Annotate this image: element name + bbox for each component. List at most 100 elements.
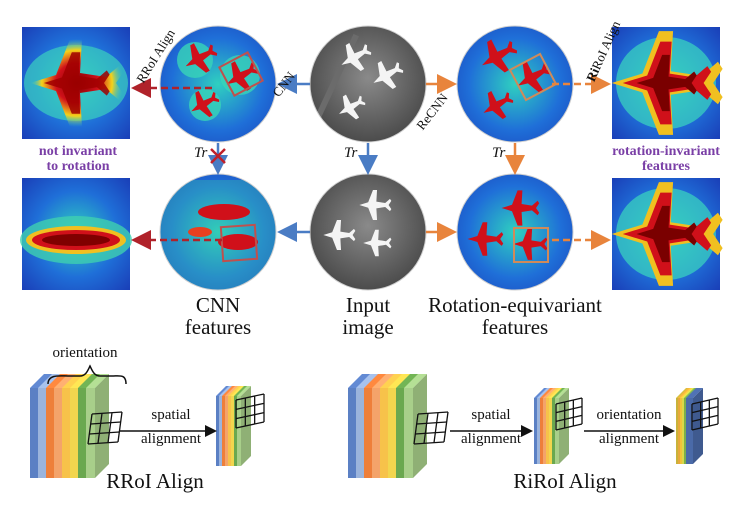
stack-slab xyxy=(70,388,79,478)
stack-slab xyxy=(54,388,63,478)
stack-slab xyxy=(237,396,241,466)
stack-slab-top xyxy=(38,374,61,388)
grid-line xyxy=(235,412,265,420)
stack-slab-top xyxy=(396,374,419,388)
stack-slab-top xyxy=(348,374,371,388)
grid-line xyxy=(555,406,583,414)
stack-slab xyxy=(225,396,229,466)
grid-line xyxy=(87,413,93,445)
circle-outline xyxy=(456,25,574,143)
grid-line xyxy=(90,421,121,425)
stack-slab xyxy=(356,388,365,478)
stack-slab xyxy=(216,396,220,466)
orientation-label: orientation xyxy=(52,345,118,361)
grid-line xyxy=(235,421,265,429)
stack-slab-top xyxy=(690,388,703,398)
circle-outline xyxy=(159,25,277,143)
tr-label-middle: Tr xyxy=(344,145,358,161)
grid-line xyxy=(415,431,446,435)
zoom-heatmap-bottom-right xyxy=(611,178,723,290)
stack-slab xyxy=(86,388,95,478)
stack-slab-top xyxy=(78,374,101,388)
grid-line xyxy=(417,411,449,415)
grid-line xyxy=(691,397,719,405)
stack-slab xyxy=(222,396,226,466)
stack-slab-top xyxy=(388,374,411,388)
spatial-alignment-left: spatial xyxy=(151,407,191,423)
stack-slab xyxy=(688,398,691,464)
stack-slab-top xyxy=(237,386,251,396)
input-image-circle-bottom xyxy=(310,174,426,290)
stack-slab xyxy=(38,388,47,478)
stack-slab-top xyxy=(86,374,109,388)
grid-line xyxy=(691,414,719,422)
stack-slab xyxy=(62,388,71,478)
cnn-feature-circle-bottom xyxy=(160,174,276,290)
stack-slab-top xyxy=(372,374,395,388)
roi-box xyxy=(513,227,549,263)
roi-box xyxy=(508,52,558,102)
stack-slab xyxy=(543,398,547,464)
grid-line xyxy=(691,423,719,431)
grid-line xyxy=(97,413,103,444)
grid-line xyxy=(235,393,265,401)
alignment-right: alignment xyxy=(461,431,521,447)
grid-line xyxy=(413,413,419,445)
stack-face xyxy=(413,374,427,478)
feature-stack-riroi-output xyxy=(676,388,719,464)
stack-slab-top xyxy=(46,374,69,388)
roi-box xyxy=(219,223,259,263)
stack-slab-top xyxy=(356,374,379,388)
stack-slab xyxy=(388,388,397,478)
grid-line xyxy=(413,441,445,445)
stack-slab xyxy=(380,388,389,478)
stack-slab xyxy=(549,398,553,464)
grid-line xyxy=(91,411,123,415)
stack-slab-top xyxy=(30,374,53,388)
grid-line xyxy=(117,411,123,443)
alignment-left: alignment xyxy=(141,431,201,447)
stack-face xyxy=(559,388,569,464)
grid-line xyxy=(235,402,265,410)
stack-slab xyxy=(555,398,559,464)
stack-slab xyxy=(364,388,373,478)
stack-slab-top xyxy=(364,374,387,388)
zoom-heatmap-top-left xyxy=(22,27,130,139)
stack-slab xyxy=(372,388,381,478)
stack-slab-top xyxy=(555,388,569,398)
stack-slab xyxy=(404,388,413,478)
input-image-circle-top xyxy=(310,26,426,142)
stack-slab-top xyxy=(62,374,85,388)
stack-slab xyxy=(46,388,55,478)
tr-label-right: Tr xyxy=(492,145,506,161)
stack-slab xyxy=(540,398,544,464)
riroi-align-caption: RiRoI Align xyxy=(513,469,617,493)
stack-slab xyxy=(678,398,681,464)
grid-line xyxy=(555,397,583,405)
stack-slab xyxy=(30,388,39,478)
stack-slab-top xyxy=(54,374,77,388)
stack-slab xyxy=(686,398,689,464)
tr-label-left: Tr xyxy=(194,145,208,161)
orientation-alignment-top: orientation xyxy=(596,407,662,423)
feature-stack-riroi-input xyxy=(348,374,449,478)
stack-slab xyxy=(552,398,556,464)
orientation-alignment-bottom: alignment xyxy=(599,431,659,447)
stack-slab xyxy=(546,398,550,464)
stack-slab xyxy=(348,388,357,478)
stack-slab xyxy=(228,396,232,466)
stack-face xyxy=(693,388,703,464)
roi-box xyxy=(218,51,264,97)
stack-slab-top xyxy=(70,374,93,388)
stack-slab xyxy=(234,396,238,466)
rroi-align-caption: RRoI Align xyxy=(106,469,204,493)
stack-slab xyxy=(690,398,693,464)
grid-line xyxy=(433,412,439,443)
cnn-feature-circle-top xyxy=(160,26,276,142)
